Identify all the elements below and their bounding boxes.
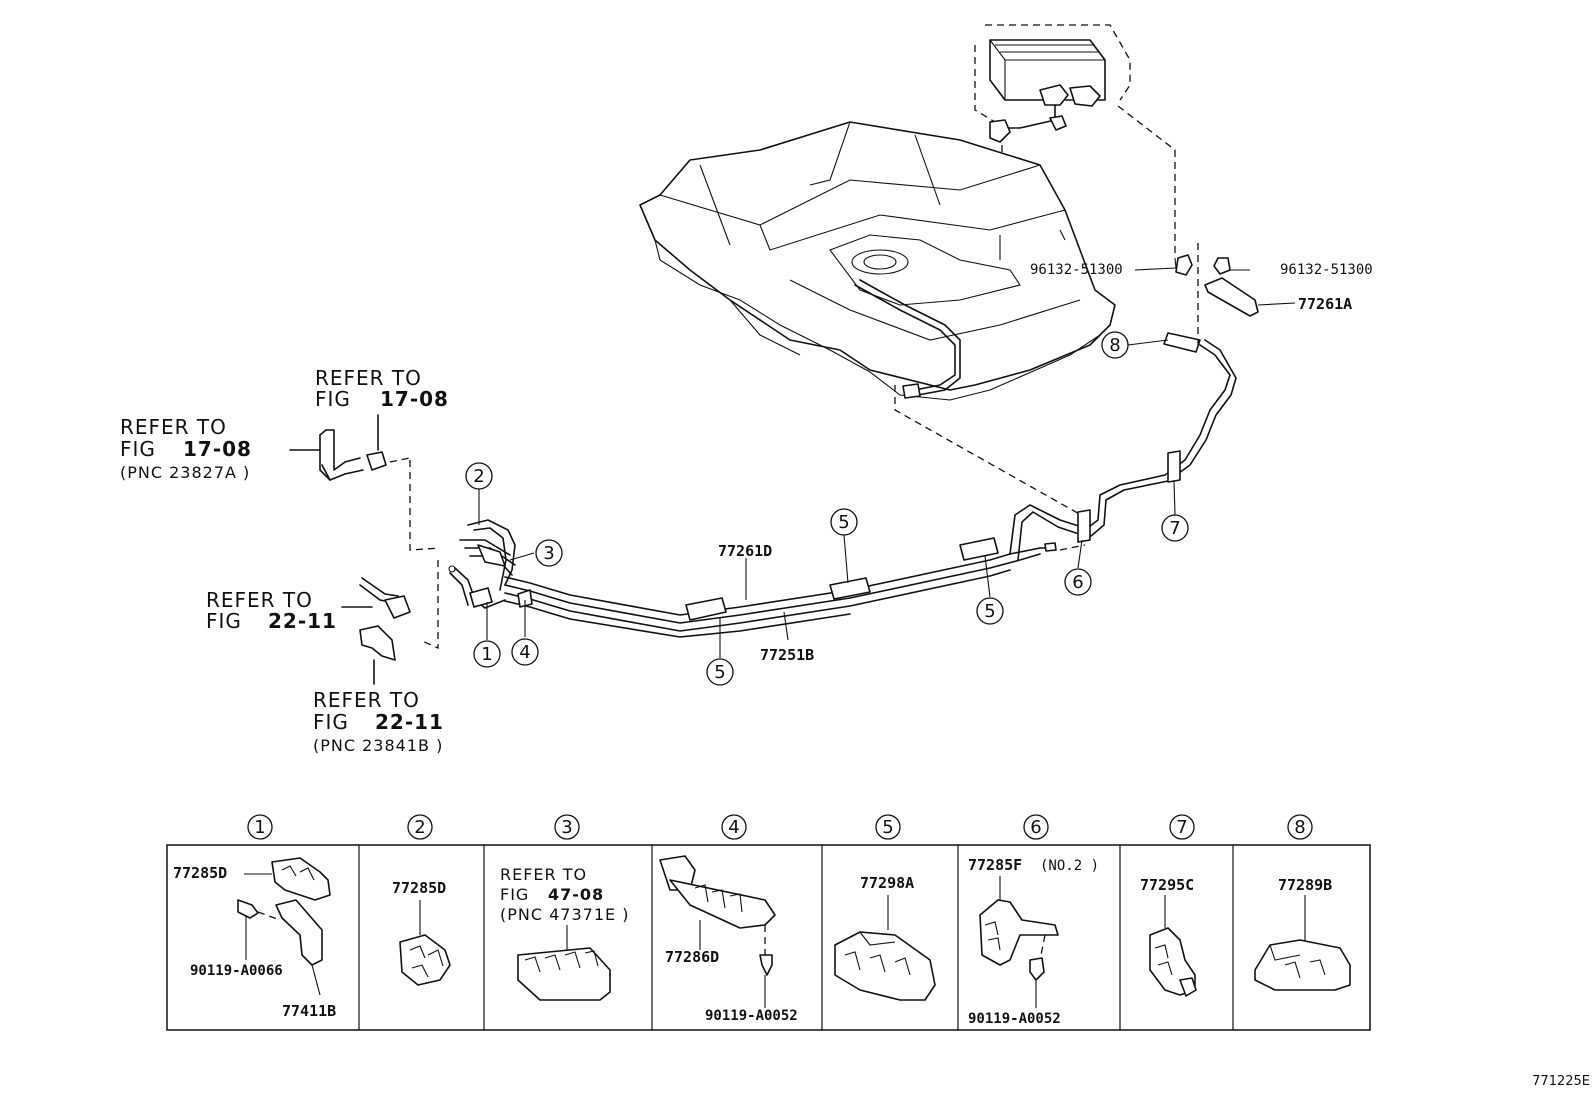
svg-text:5: 5 — [984, 601, 995, 622]
svg-text:REFER TO: REFER TO — [315, 366, 422, 390]
table-cell-3: REFER TO FIG 47-08 (PNC 47371E ) — [500, 865, 629, 1001]
svg-text:4: 4 — [519, 642, 530, 663]
svg-text:(PNC 23827A ): (PNC 23827A ) — [120, 463, 250, 482]
svg-text:77295C: 77295C — [1140, 876, 1194, 894]
svg-text:FIG: FIG — [500, 885, 529, 904]
svg-text:77285D: 77285D — [392, 879, 446, 897]
table-callout-8: 8 — [1287, 814, 1313, 840]
svg-text:(PNC 47371E ): (PNC 47371E ) — [500, 905, 629, 924]
svg-text:5: 5 — [882, 817, 893, 838]
part-label-77261A: 77261A — [1298, 295, 1352, 313]
line-clamps — [685, 257, 1201, 621]
part-label-77261D: 77261D — [718, 542, 772, 560]
svg-text:5: 5 — [714, 662, 725, 683]
svg-text:22-11: 22-11 — [268, 609, 337, 633]
svg-text:FIG: FIG — [206, 609, 242, 633]
table-cell-1: 77285D 90119-A0066 77411B — [173, 857, 336, 1020]
callout-1-top: 1 — [473, 640, 501, 668]
svg-text:77289B: 77289B — [1278, 876, 1332, 894]
table-callout-6: 6 — [1023, 814, 1049, 840]
svg-text:47-08: 47-08 — [548, 885, 604, 904]
svg-text:FIG: FIG — [313, 710, 349, 734]
svg-text:77411B: 77411B — [282, 1002, 336, 1020]
svg-text:FIG: FIG — [120, 437, 156, 461]
svg-text:3: 3 — [543, 543, 554, 564]
svg-text:3: 3 — [561, 817, 572, 838]
svg-text:7: 7 — [1169, 518, 1180, 539]
callout-5-mid: 5 — [830, 508, 858, 536]
svg-text:REFER TO: REFER TO — [206, 588, 313, 612]
svg-text:4: 4 — [728, 817, 739, 838]
svg-text:REFER TO: REFER TO — [313, 688, 420, 712]
table-cell-5: 77298A — [834, 874, 936, 1001]
svg-text:5: 5 — [838, 512, 849, 533]
fuel-lines — [504, 339, 1237, 638]
callout-5-left: 5 — [706, 658, 734, 686]
detail-table — [166, 844, 1371, 1031]
svg-text:17-08: 17-08 — [183, 437, 252, 461]
svg-text:6: 6 — [1072, 572, 1083, 593]
part-label-96132-left: 96132-51300 — [1030, 262, 1123, 278]
table-callout-4: 4 — [721, 814, 747, 840]
part-label-77251B: 77251B — [760, 646, 814, 664]
svg-text:6: 6 — [1030, 817, 1041, 838]
callout-4-top: 4 — [511, 638, 539, 666]
table-cell-2: 77285D — [392, 879, 451, 986]
charcoal-canister-drawing — [974, 24, 1176, 258]
svg-text:77286D: 77286D — [665, 948, 719, 966]
svg-text:77285D: 77285D — [173, 864, 227, 882]
table-cell-7: 77295C — [1140, 876, 1197, 997]
table-callout-3: 3 — [554, 814, 580, 840]
refer-to-fig-17-08-a: REFER TO FIG 17-08 — [315, 366, 449, 411]
left-end-assembly — [389, 457, 533, 650]
svg-text:(NO.2 ): (NO.2 ) — [1040, 858, 1099, 874]
fuel-tank-drawing — [639, 121, 1116, 401]
refer-to-fig-17-08-b: REFER TO FIG 17-08 (PNC 23827A ) — [120, 415, 252, 482]
svg-text:77298A: 77298A — [860, 874, 914, 892]
callout-6-top: 6 — [1064, 568, 1092, 596]
table-cell-4: 77286D 90119-A0052 — [659, 855, 798, 1024]
svg-text:2: 2 — [473, 466, 484, 487]
table-callout-1: 1 — [247, 814, 273, 840]
svg-text:(PNC 23841B ): (PNC 23841B ) — [313, 736, 443, 755]
ext-hoses — [289, 414, 411, 685]
svg-text:2: 2 — [414, 817, 425, 838]
table-cell-6: 77285F (NO.2 ) 90119-A0052 — [968, 856, 1099, 1027]
table-callout-5: 5 — [875, 814, 901, 840]
svg-text:77285F: 77285F — [968, 856, 1022, 874]
svg-text:90119-A0066: 90119-A0066 — [190, 963, 283, 979]
svg-text:90119-A0052: 90119-A0052 — [968, 1011, 1061, 1027]
svg-text:7: 7 — [1176, 817, 1187, 838]
svg-text:REFER TO: REFER TO — [500, 865, 587, 884]
table-cell-8: 77289B — [1254, 876, 1351, 991]
table-callout-2: 2 — [407, 814, 433, 840]
svg-text:90119-A0052: 90119-A0052 — [705, 1008, 798, 1024]
callout-3-top: 3 — [535, 539, 563, 567]
callout-5-right: 5 — [976, 597, 1004, 625]
part-label-96132-right: 96132-51300 — [1280, 262, 1373, 278]
callout-8-top: 8 — [1101, 331, 1129, 359]
svg-text:REFER TO: REFER TO — [120, 415, 227, 439]
refer-to-fig-22-11-b: REFER TO FIG 22-11 (PNC 23841B ) — [313, 688, 444, 755]
svg-text:8: 8 — [1109, 335, 1120, 356]
callout-2-top: 2 — [465, 462, 493, 490]
svg-text:FIG: FIG — [315, 387, 351, 411]
svg-text:17-08: 17-08 — [380, 387, 449, 411]
svg-text:8: 8 — [1294, 817, 1305, 838]
table-callout-7: 7 — [1169, 814, 1195, 840]
figure-id: 771225E — [1532, 1074, 1590, 1089]
callout-7-top: 7 — [1161, 514, 1189, 542]
svg-text:22-11: 22-11 — [375, 710, 444, 734]
svg-text:1: 1 — [481, 644, 492, 665]
svg-text:1: 1 — [254, 817, 265, 838]
leader-lines — [478, 267, 1296, 658]
hose-and-clips-right — [1175, 243, 1259, 345]
refer-to-fig-22-11-a: REFER TO FIG 22-11 — [206, 588, 337, 633]
